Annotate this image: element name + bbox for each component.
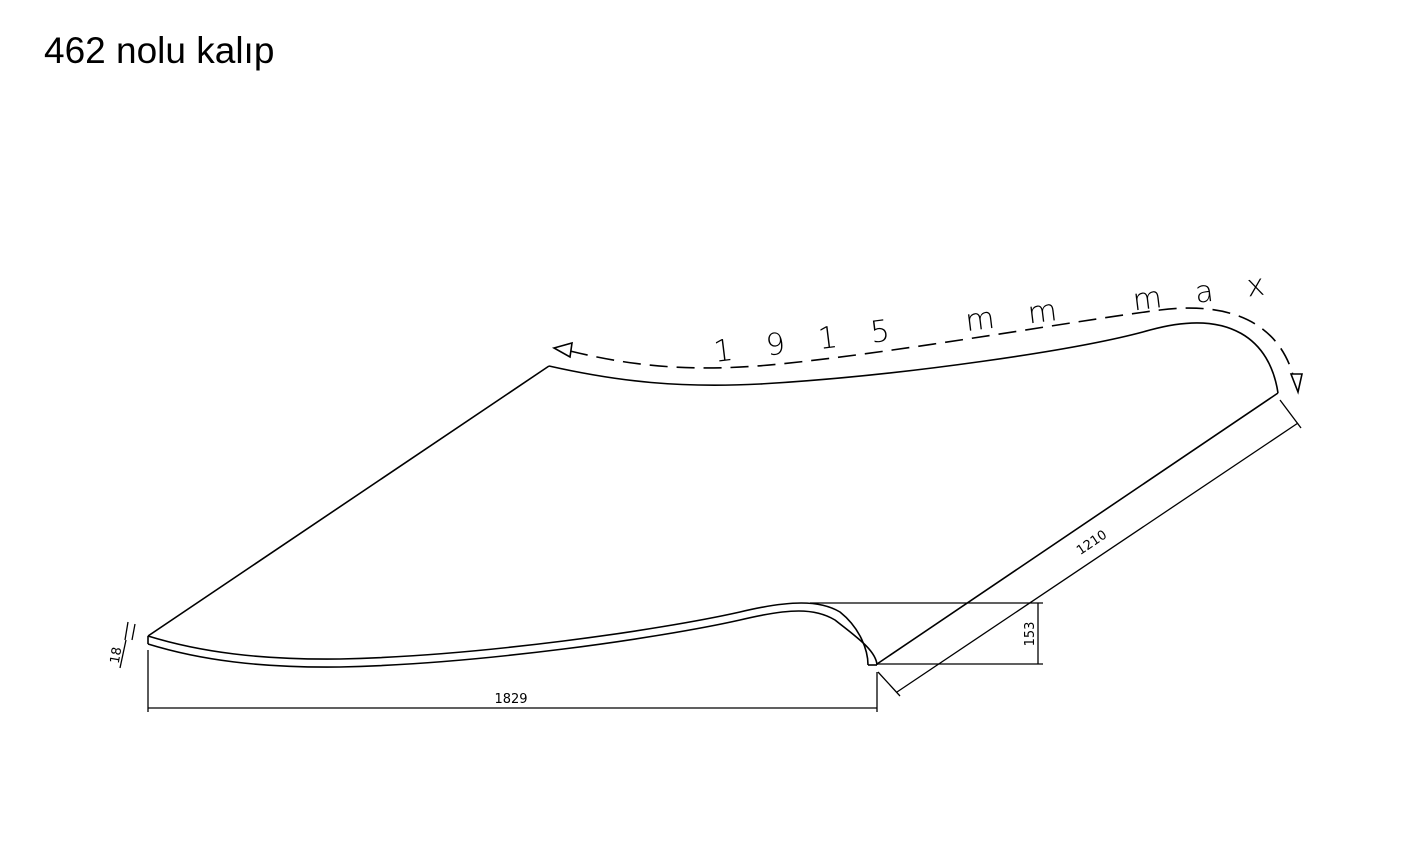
dim-height-label: 153 [1023,622,1038,647]
bottom-curve-inner [147,610,878,668]
arc-length-label: 1 9 1 5 m m m a x [712,266,1279,370]
page-title: 462 nolu kalıp [44,30,275,71]
arc-length-dashed-line [569,307,1294,376]
left-edge [147,365,550,637]
dim-length-label: 1829 [494,692,527,707]
top-curve [548,322,1279,394]
arrow-left-icon [551,341,573,359]
dim-thickness-label: 18 [108,646,126,665]
right-edge [876,392,1279,665]
dimension-height [810,602,1043,665]
dimension-length [147,650,878,712]
dimension-thickness [119,621,136,669]
dimension-width [877,399,1302,697]
bottom-curve-outer [147,602,869,666]
arrow-down-icon [1289,373,1303,395]
dim-width-label: 1210 [1074,528,1110,559]
